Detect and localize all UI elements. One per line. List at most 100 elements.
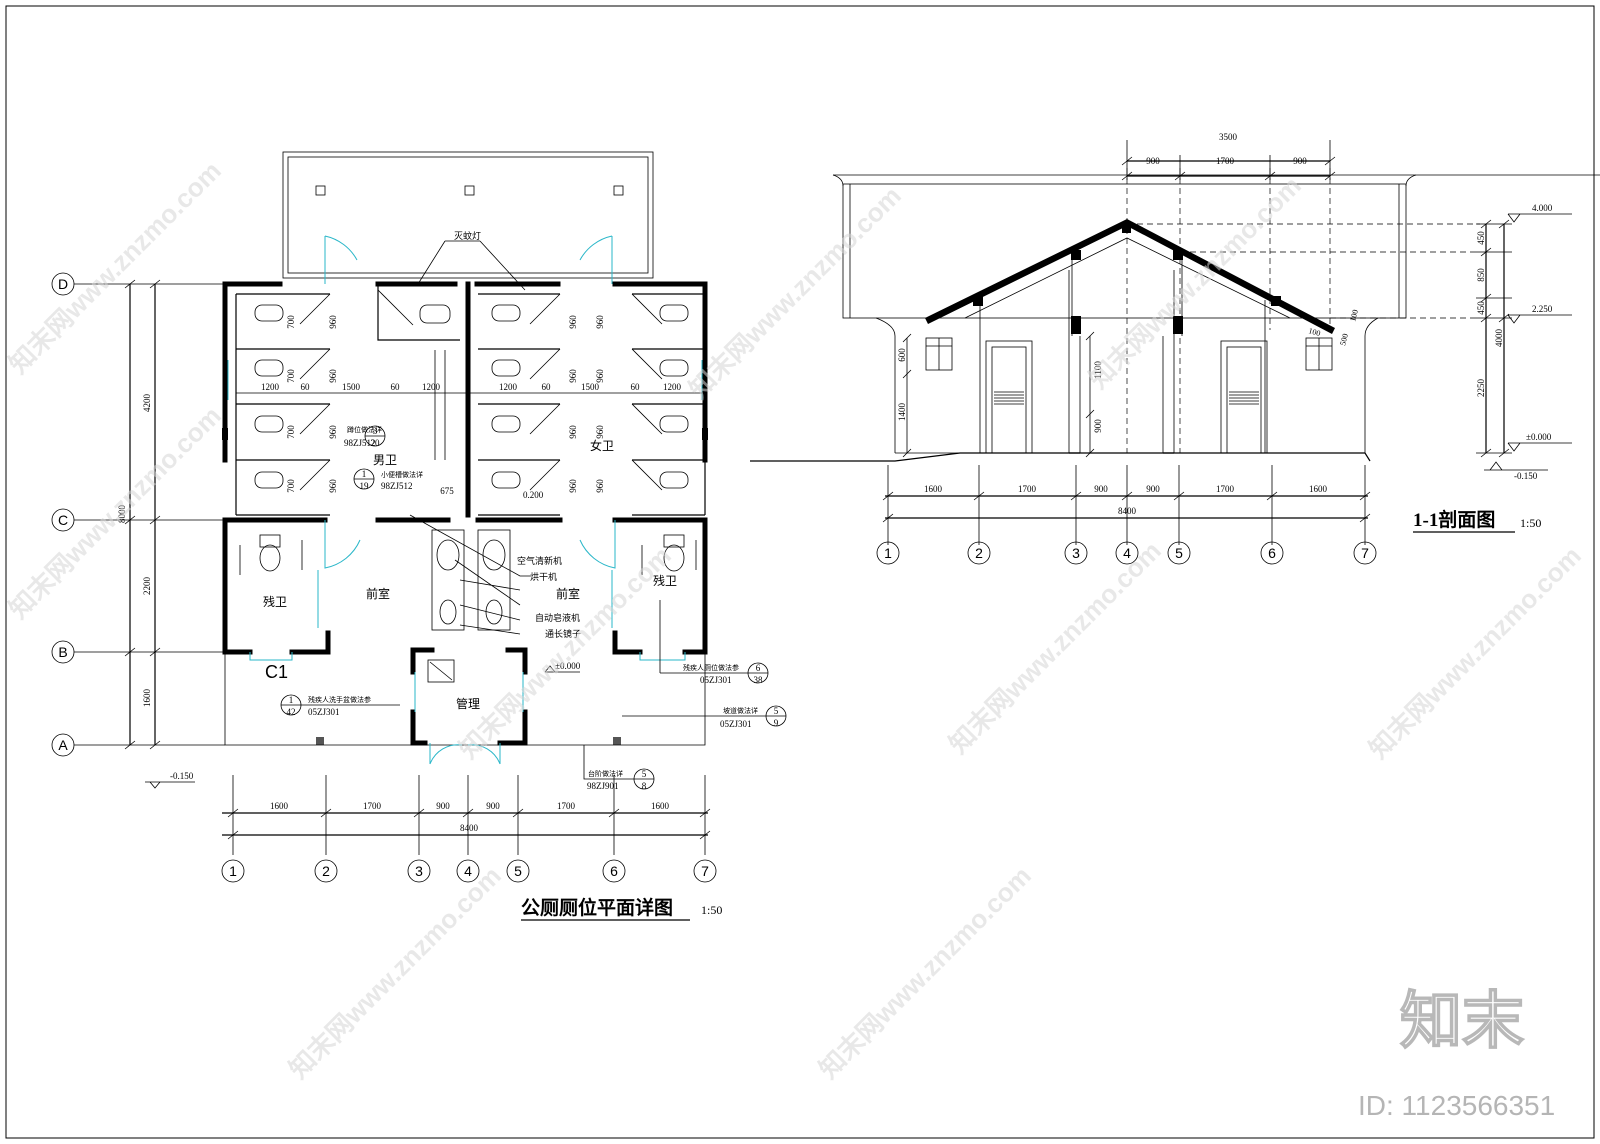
watermark-text: 知末网www.znzmo.com — [1363, 540, 1587, 764]
watermark-text: 知末网www.znzmo.com — [683, 180, 907, 404]
label-hand-dryer: 烘干机 — [530, 571, 557, 582]
level-floor: ±0.000 — [555, 661, 581, 671]
watermark-text: 知末网www.znzmo.com — [283, 860, 507, 1084]
squat-toilet — [254, 415, 284, 433]
svg-text:38: 38 — [754, 675, 764, 685]
svg-text:20: 20 — [371, 438, 381, 448]
room-management: 管理 — [456, 696, 480, 711]
plan-axis-y-label: C — [58, 512, 68, 528]
dimension-label: 1600 — [142, 689, 152, 708]
svg-text:900: 900 — [1094, 484, 1108, 494]
section-dimensions: 1600 1700 900 900 1700 1600 8400 3500 90… — [897, 132, 1504, 516]
column-marker — [613, 185, 624, 196]
rear-awning — [282, 151, 654, 279]
plan-axis-bubbles-x: 1 2 3 4 5 6 7 — [221, 859, 717, 883]
wash-basin — [482, 539, 506, 571]
vanity-counter — [477, 529, 511, 631]
svg-text:960: 960 — [568, 315, 578, 329]
plan-axis-bubbles-y: D C B A — [51, 272, 75, 757]
section-axis-bubbles: 1 2 3 4 5 6 7 — [876, 541, 1377, 565]
window-tag: C1 — [265, 662, 288, 682]
svg-text:5: 5 — [774, 706, 779, 716]
callout-squat-note: 蹲位做法详 — [347, 425, 382, 434]
section-axis-label: 2 — [975, 545, 983, 561]
watermark-text: 知末网www.znzmo.com — [3, 155, 227, 379]
wash-basin — [439, 599, 457, 625]
plan-axis-x-label: 3 — [415, 863, 423, 879]
svg-text:960: 960 — [328, 425, 338, 439]
section-axis-label: 4 — [1123, 545, 1131, 561]
column-marker — [464, 185, 475, 196]
squat-toilet — [659, 471, 689, 489]
callout-squat-ref: 98ZJ512 — [344, 438, 376, 448]
level-eave: 2.250 — [1532, 304, 1553, 314]
svg-text:700: 700 — [286, 369, 296, 383]
svg-text:600: 600 — [897, 348, 907, 362]
svg-text:450: 450 — [1476, 231, 1486, 245]
svg-text:700: 700 — [286, 315, 296, 329]
wash-basin — [436, 539, 460, 571]
svg-text:1700: 1700 — [1216, 484, 1235, 494]
plan-axis-x-label: 4 — [464, 863, 472, 879]
accessible-toilet — [259, 544, 281, 572]
callout-ramp-ref: 05ZJ301 — [720, 719, 752, 729]
svg-text:1700: 1700 — [1018, 484, 1037, 494]
roof-rafters — [925, 219, 1335, 334]
callout-urinal-note: 小便槽做法详 — [381, 470, 423, 479]
vanity-counter — [431, 529, 465, 631]
callout-urinal-ref: 98ZJ512 — [381, 481, 413, 491]
svg-text:900: 900 — [1146, 484, 1160, 494]
room-anteroom-right: 前室 — [556, 586, 580, 601]
svg-text:6: 6 — [756, 663, 761, 673]
svg-text:960: 960 — [568, 425, 578, 439]
svg-text:100: 100 — [1307, 326, 1321, 338]
level-ground: -0.150 — [1514, 471, 1538, 481]
svg-text:1500: 1500 — [581, 382, 600, 392]
svg-text:3: 3 — [373, 426, 378, 436]
label-long-mirror: 通长镜子 — [545, 628, 581, 639]
room-women: 女卫 — [590, 438, 614, 453]
plan-axis-x-label: 5 — [514, 863, 522, 879]
accessible-toilet — [663, 544, 685, 572]
toilet-tank — [663, 534, 685, 548]
watermark-text: 知末网www.znzmo.com — [943, 535, 1167, 759]
column-marker — [315, 185, 326, 196]
svg-text:900: 900 — [1293, 156, 1307, 166]
women-stalls — [478, 293, 706, 516]
svg-text:960: 960 — [328, 315, 338, 329]
label-air-purifier: 空气清新机 — [517, 555, 562, 566]
svg-text:3500: 3500 — [1219, 132, 1238, 142]
svg-text:960: 960 — [595, 315, 605, 329]
svg-text:450: 450 — [1476, 301, 1486, 315]
plan-title: 公厕厕位平面详图 — [521, 896, 673, 919]
dimension-label: 1700 — [363, 801, 382, 811]
squat-toilet — [491, 415, 521, 433]
callout-acc-toilet-note: 残疾人厕位做法参 — [683, 663, 739, 672]
callout-acc-toilet-ref: 05ZJ301 — [700, 675, 732, 685]
svg-text:60: 60 — [301, 382, 311, 392]
svg-text:1200: 1200 — [499, 382, 518, 392]
section-axis-lines — [882, 140, 1512, 545]
squat-toilet — [254, 359, 284, 377]
door-swings — [227, 235, 703, 765]
svg-text:1600: 1600 — [924, 484, 943, 494]
squat-toilet — [491, 359, 521, 377]
urinal-trough — [434, 350, 446, 460]
mgmt-sink — [427, 659, 455, 683]
section-axis-label: 3 — [1072, 545, 1080, 561]
room-accessible-left: 残卫 — [263, 595, 287, 609]
svg-text:960: 960 — [595, 369, 605, 383]
squat-toilet — [254, 304, 284, 322]
callout-ramp-note: 坡道做法详 — [723, 706, 758, 715]
room-men: 男卫 — [373, 453, 397, 467]
section-dim-total: 8400 — [1118, 506, 1137, 516]
dimension-label: 1600 — [651, 801, 670, 811]
plan-axis-y-label: A — [58, 737, 68, 753]
svg-text:1100: 1100 — [1093, 361, 1103, 379]
watermark-text: 知末网www.znzmo.com — [453, 540, 677, 764]
label-soap-dispenser: 自动皂液机 — [535, 612, 580, 623]
plan-levels: ±0.000 -0.150 0.200 — [145, 490, 581, 789]
svg-text:1700: 1700 — [1216, 156, 1235, 166]
svg-text:960: 960 — [328, 369, 338, 383]
